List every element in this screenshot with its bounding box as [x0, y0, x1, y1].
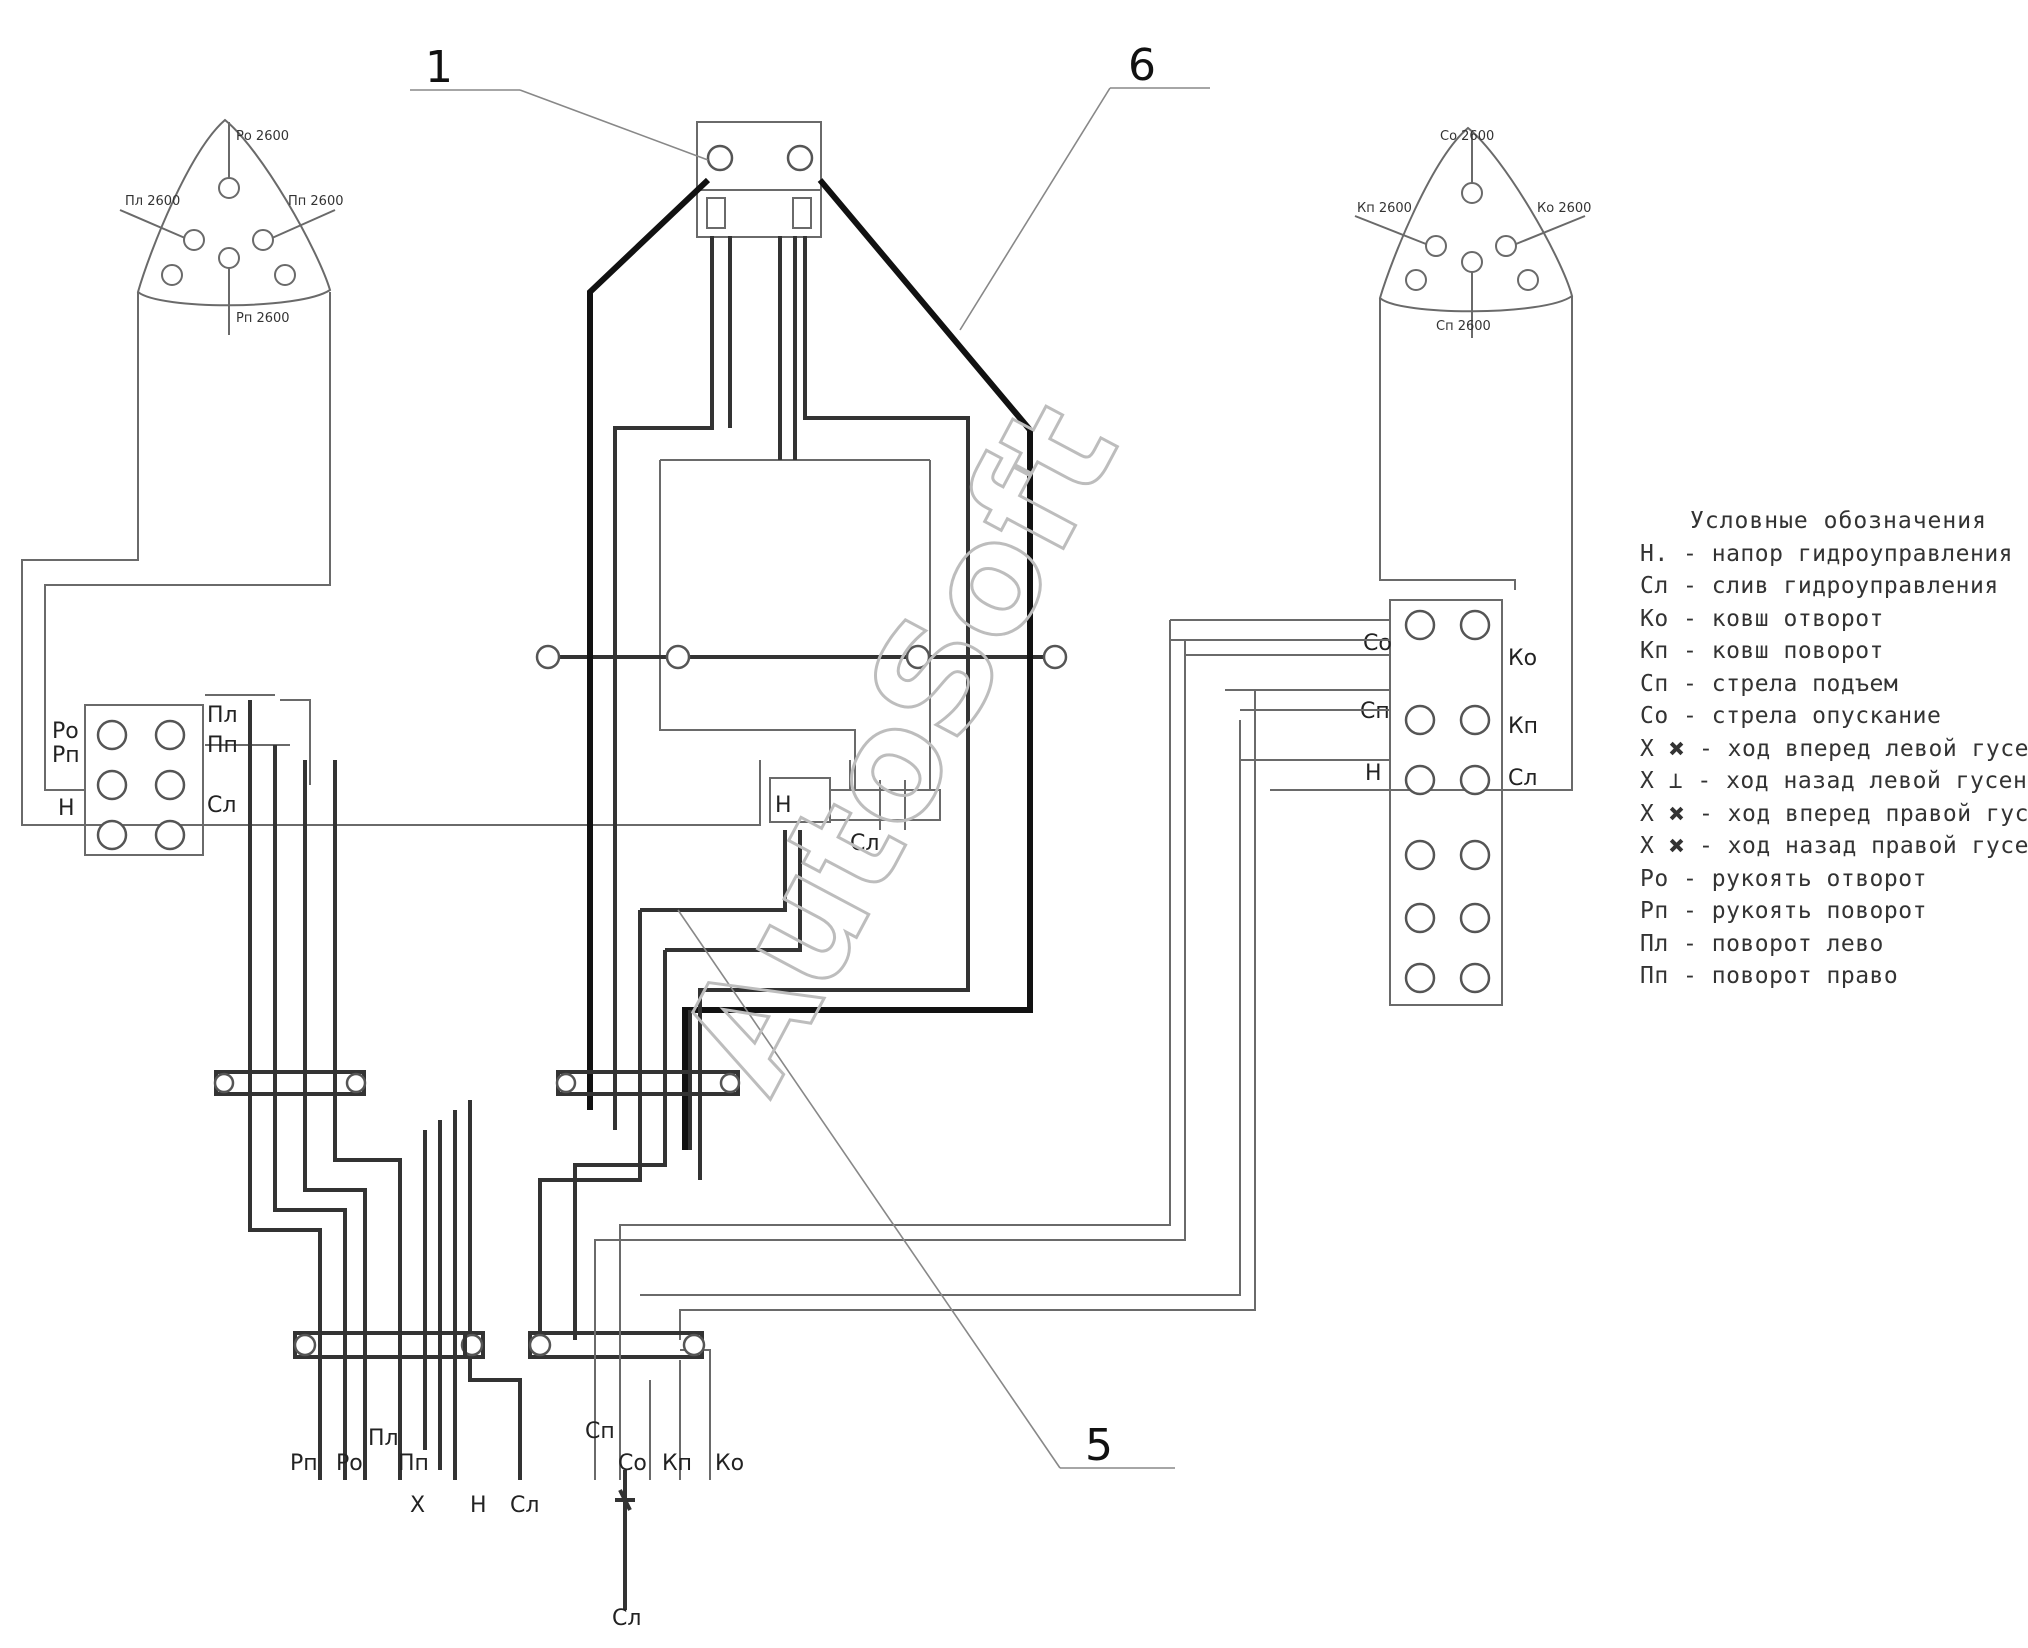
bottom-hoses — [594, 1330, 681, 1610]
callout-6: 6 — [1128, 40, 1156, 91]
joy-left-right-label: Пп 2600 — [288, 194, 344, 209]
left-block-rp-label: Рп — [52, 743, 80, 768]
left-manifold-block: Ро Пл Рп Пп Н Сл — [52, 703, 238, 856]
legend-item: Х 🞭 - ход вперед левой гусеницы — [1640, 735, 2028, 762]
right-block-kp-label: Кп — [1508, 714, 1538, 739]
joy-left-left-label: Пл 2600 — [125, 194, 180, 209]
legend-item: Ко - ковш отворот — [1640, 605, 1884, 632]
joy-right-right-label: Ко 2600 — [1537, 201, 1591, 216]
bottom-label-h: Н — [470, 1493, 487, 1518]
callout-1: 1 — [425, 42, 453, 93]
left-joystick: Ро 2600 Пл 2600 Пп 2600 Рп 2600 — [119, 118, 344, 335]
joy-left-bottom-label: Рп 2600 — [236, 311, 290, 326]
legend-item: Сп - стрела подъем — [1640, 670, 1899, 697]
legend-item: Ро - рукоять отворот — [1640, 865, 1927, 892]
bottom-label-rp: Рп — [290, 1451, 318, 1476]
legend-item: Со - стрела опускание — [1640, 703, 1942, 729]
left-hose-bundle — [248, 700, 522, 1480]
bottom-label-x: Х — [410, 1493, 425, 1518]
right-joystick: Со 2600 Кп 2600 Ко 2600 Сп 2600 — [1354, 126, 1591, 338]
legend-title: Условные обозначения — [1690, 508, 1987, 534]
legend-item: Х 🞭 - ход назад правой гусеницы — [1640, 833, 2028, 859]
bottom-label-kp: Кп — [662, 1451, 692, 1476]
legend-item: Кп - ковш поворот — [1640, 638, 1884, 664]
left-block-ro-label: Ро — [52, 719, 79, 744]
callouts: 1 6 5 — [410, 40, 1210, 1471]
legend-item: Н. - напор гидроуправления — [1640, 540, 2014, 567]
right-hose-group — [1170, 639, 1390, 711]
left-block-pl-label: Пл — [207, 703, 238, 728]
legend-item: Х 🞭 - ход вперед правой гусеницы — [1640, 800, 2028, 827]
legend-item: Рп - рукоять поворот — [1640, 898, 1927, 924]
legend-item: Пл - поворот лево — [1640, 930, 1884, 957]
bottom-label-sp: Сп — [585, 1419, 615, 1444]
bottom-label-cl: Сл — [510, 1493, 539, 1518]
left-block-cl-label: Сл — [207, 793, 236, 818]
right-block-co-label: Со — [1363, 631, 1392, 656]
joy-right-top-label: Со 2600 — [1440, 129, 1494, 144]
bottom-tail-label: Сл — [612, 1606, 641, 1631]
joy-right-bottom-label: Сп 2600 — [1436, 319, 1491, 334]
right-block-h-label: Н — [1365, 761, 1382, 786]
legend-item: Х ⊥ - ход назад левой гусеницы — [1640, 768, 2028, 794]
clamp-top-left — [213, 1070, 367, 1096]
legend-item: Пп - поворот право — [1640, 963, 1899, 989]
top-valve-block — [696, 121, 822, 238]
clamp-top-right — [555, 1070, 741, 1096]
legend: Условные обозначения Н. - напор гидроупр… — [1640, 505, 2028, 993]
joy-right-left-label: Кп 2600 — [1357, 201, 1412, 216]
bottom-label-ko: Ко — [715, 1451, 744, 1476]
right-block-ko-label: Ко — [1508, 646, 1537, 671]
clamp-bottom-left — [293, 1331, 485, 1359]
bottom-label-co: Со — [618, 1451, 647, 1476]
callout-5: 5 — [1085, 1420, 1113, 1471]
center-valve-h-label: Н — [775, 793, 792, 818]
right-manifold-block: Со Ко Сп Кп Н Сл — [1360, 599, 1538, 1006]
thin-hoses — [21, 292, 1573, 1480]
right-block-cp-label: Сп — [1360, 699, 1390, 724]
left-block-pp-label: Пп — [207, 733, 238, 758]
bottom-label-pp: Пп — [398, 1451, 429, 1476]
clamp-bottom-right — [528, 1331, 706, 1359]
thick-hoses — [538, 177, 1033, 1340]
bottom-labels: Рп Ро Пл Пп Х Н Сл Сп Со Кп Ко Сл — [290, 1419, 744, 1631]
joy-left-top-label: Ро 2600 — [236, 129, 289, 144]
center-valve-cl-label: Сл — [850, 831, 879, 856]
legend-item: Сл - слив гидроуправления — [1640, 573, 1999, 599]
bottom-label-ro: Ро — [336, 1451, 363, 1476]
middle-rail — [535, 644, 1068, 670]
bottom-label-pl: Пл — [368, 1426, 399, 1451]
left-block-h-label: Н — [58, 796, 75, 821]
watermark: AutoSoft — [648, 377, 1152, 1117]
right-block-cl-label: Сл — [1508, 766, 1537, 791]
center-valve: Н Сл — [769, 760, 941, 856]
